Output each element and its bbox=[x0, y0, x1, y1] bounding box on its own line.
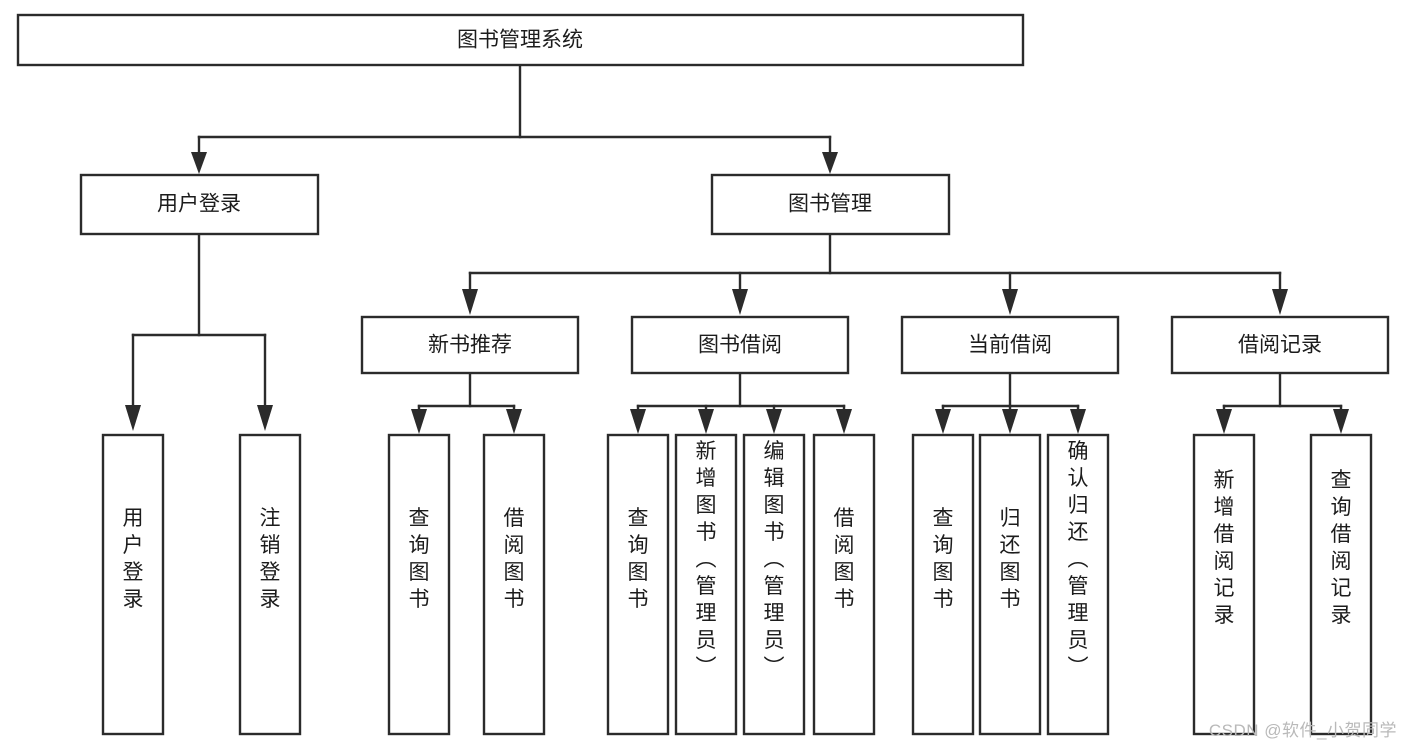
node-borrow-record-label: 借阅记录 bbox=[1238, 334, 1322, 357]
node-user-login[interactable]: 用户登录 bbox=[79, 173, 320, 236]
node-book-manage-label: 图书管理 bbox=[788, 193, 872, 216]
node-leaf-query-book-3-box[interactable] bbox=[911, 433, 975, 736]
arrow-head-leaf-query-book-3 bbox=[935, 409, 951, 434]
node-current-borrow[interactable]: 当前借阅 bbox=[900, 315, 1120, 375]
node-leaf-confirm-return-label: 确认归还︵管理员︶ bbox=[1068, 440, 1089, 679]
node-book-borrow[interactable]: 图书借阅 bbox=[630, 315, 850, 375]
node-new-book-recommend[interactable]: 新书推荐 bbox=[360, 315, 580, 375]
node-leaf-user-logout[interactable]: 注销登录 bbox=[238, 433, 302, 736]
node-book-manage-box[interactable] bbox=[710, 173, 951, 236]
node-leaf-borrow-book-1-box[interactable] bbox=[482, 433, 546, 736]
node-leaf-add-record-box[interactable] bbox=[1192, 433, 1256, 736]
node-leaf-query-record[interactable]: 查询借阅记录 bbox=[1309, 433, 1373, 736]
arrow-head-leaf-user-logout bbox=[257, 405, 273, 431]
node-leaf-user-login-box[interactable] bbox=[101, 433, 165, 736]
arrow-head-current-borrow bbox=[1002, 289, 1018, 315]
arrow-head-leaf-borrow-book-2 bbox=[836, 409, 852, 434]
node-leaf-borrow-book-1[interactable]: 借阅图书 bbox=[482, 433, 546, 736]
arrow-head-leaf-query-book-2 bbox=[630, 409, 646, 434]
arrow-head-new-book-recommend bbox=[462, 289, 478, 315]
node-new-book-recommend-box[interactable] bbox=[360, 315, 580, 375]
node-leaf-confirm-return[interactable]: 确认归还︵管理员︶ bbox=[1046, 433, 1110, 736]
arrow-head-book-borrow bbox=[732, 289, 748, 315]
arrow-head-leaf-borrow-book-1 bbox=[506, 409, 522, 434]
node-current-borrow-label: 当前借阅 bbox=[968, 334, 1052, 357]
node-leaf-borrow-book-2-label: 借阅图书 bbox=[834, 507, 855, 611]
arrow-head-user-login bbox=[191, 152, 207, 174]
node-leaf-edit-book[interactable]: 编辑图书︵管理员︶ bbox=[742, 433, 806, 736]
node-leaf-borrow-book-1-label: 借阅图书 bbox=[504, 507, 525, 611]
node-leaf-edit-book-box[interactable] bbox=[742, 433, 806, 736]
arrow-head-leaf-query-record bbox=[1333, 409, 1349, 434]
node-leaf-return-book-label: 归还图书 bbox=[1000, 507, 1021, 611]
node-leaf-query-record-box[interactable] bbox=[1309, 433, 1373, 736]
node-leaf-edit-book-label: 编辑图书︵管理员︶ bbox=[764, 440, 785, 679]
node-book-borrow-label: 图书借阅 bbox=[698, 334, 782, 357]
node-leaf-query-book-3-label: 查询图书 bbox=[933, 507, 954, 611]
node-book-manage[interactable]: 图书管理 bbox=[710, 173, 951, 236]
arrow-head-leaf-edit-book bbox=[766, 409, 782, 434]
node-root[interactable]: 图书管理系统 bbox=[16, 13, 1025, 67]
node-book-borrow-box[interactable] bbox=[630, 315, 850, 375]
arrow-head-leaf-query-book-1 bbox=[411, 409, 427, 434]
node-leaf-add-record-label: 新增借阅记录 bbox=[1214, 469, 1235, 627]
node-leaf-query-book-1-box[interactable] bbox=[387, 433, 451, 736]
node-leaf-user-logout-box[interactable] bbox=[238, 433, 302, 736]
node-leaf-query-book-2[interactable]: 查询图书 bbox=[606, 433, 670, 736]
node-root-box[interactable] bbox=[16, 13, 1025, 67]
node-new-book-recommend-label: 新书推荐 bbox=[428, 334, 512, 357]
arrow-head-leaf-add-record bbox=[1216, 409, 1232, 434]
node-leaf-query-book-2-box[interactable] bbox=[606, 433, 670, 736]
arrow-head-book-manage bbox=[822, 152, 838, 174]
arrow-head-leaf-add-book bbox=[698, 409, 714, 434]
node-leaf-user-login[interactable]: 用户登录 bbox=[101, 433, 165, 736]
node-leaf-query-record-label: 查询借阅记录 bbox=[1331, 469, 1352, 627]
node-user-login-label: 用户登录 bbox=[157, 193, 241, 216]
node-leaf-confirm-return-box[interactable] bbox=[1046, 433, 1110, 736]
node-leaf-query-book-3[interactable]: 查询图书 bbox=[911, 433, 975, 736]
node-leaf-add-record[interactable]: 新增借阅记录 bbox=[1192, 433, 1256, 736]
arrow-head-borrow-record bbox=[1272, 289, 1288, 315]
node-borrow-record-box[interactable] bbox=[1170, 315, 1390, 375]
node-borrow-record[interactable]: 借阅记录 bbox=[1170, 315, 1390, 375]
node-leaf-user-login-label: 用户登录 bbox=[123, 507, 144, 611]
node-leaf-query-book-2-label: 查询图书 bbox=[628, 507, 649, 611]
node-current-borrow-box[interactable] bbox=[900, 315, 1120, 375]
node-user-login-box[interactable] bbox=[79, 173, 320, 236]
arrow-head-leaf-confirm-return bbox=[1070, 409, 1086, 434]
node-leaf-query-book-1-label: 查询图书 bbox=[409, 507, 430, 611]
arrow-head-leaf-user-login bbox=[125, 405, 141, 431]
node-leaf-user-logout-label: 注销登录 bbox=[260, 507, 281, 611]
node-leaf-borrow-book-2-box[interactable] bbox=[812, 433, 876, 736]
node-leaf-add-book[interactable]: 新增图书︵管理员︶ bbox=[674, 433, 738, 736]
node-leaf-add-book-label: 新增图书︵管理员︶ bbox=[696, 440, 717, 679]
node-leaf-return-book[interactable]: 归还图书 bbox=[978, 433, 1042, 736]
node-leaf-borrow-book-2[interactable]: 借阅图书 bbox=[812, 433, 876, 736]
arrow-head-leaf-return-book bbox=[1002, 409, 1018, 434]
node-root-label: 图书管理系统 bbox=[457, 29, 583, 52]
node-leaf-add-book-box[interactable] bbox=[674, 433, 738, 736]
connector-layer bbox=[125, 63, 1349, 434]
node-leaf-query-book-1[interactable]: 查询图书 bbox=[387, 433, 451, 736]
node-leaf-return-book-box[interactable] bbox=[978, 433, 1042, 736]
